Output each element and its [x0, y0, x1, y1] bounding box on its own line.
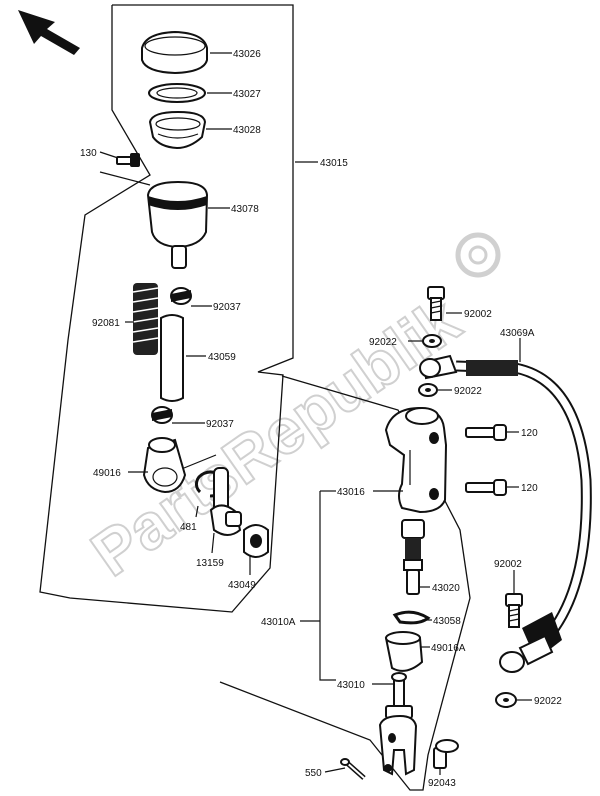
piston-assembly-43020: [401, 519, 425, 595]
pin-92043: [433, 739, 459, 769]
label-481: 481: [180, 522, 197, 533]
label-49016: 49016: [93, 468, 121, 479]
hose-43059: [160, 314, 184, 402]
diaphragm-43028: [148, 110, 207, 150]
label-43058: 43058: [433, 616, 461, 627]
label-43010A: 43010A: [261, 617, 296, 628]
label-43028: 43028: [233, 125, 261, 136]
label-130: 130: [80, 148, 97, 159]
label-92002-lower: 92002: [494, 559, 522, 570]
reservoir-cap-43026: [141, 30, 208, 75]
cotter-pin-550: [340, 758, 366, 780]
leader-550: [324, 767, 346, 773]
label-92043: 92043: [428, 778, 456, 789]
label-43069A: 43069A: [500, 328, 535, 339]
label-120-lower: 120: [521, 483, 538, 494]
master-cylinder-43016: [384, 406, 448, 514]
banjo-bolt-92002-lower: [505, 593, 523, 628]
spring-92081: [132, 283, 159, 355]
label-43016: 43016: [337, 487, 365, 498]
label-92022-lower: 92022: [534, 696, 562, 707]
label-43020: 43020: [432, 583, 460, 594]
circlip-43058: [392, 610, 431, 625]
brake-hose-43069A: [419, 354, 592, 673]
clevis-joint: [378, 714, 418, 776]
washer-92022-lower: [495, 692, 517, 708]
hose-joint-49016: [142, 437, 187, 494]
label-43049: 43049: [228, 580, 256, 591]
label-49016A: 49016A: [431, 643, 466, 654]
label-92022-middle: 92022: [454, 386, 482, 397]
label-43078: 43078: [231, 204, 259, 215]
label-43027: 43027: [233, 89, 261, 100]
label-43059: 43059: [208, 352, 236, 363]
label-43026: 43026: [233, 49, 261, 60]
reservoir-body-43078: [146, 180, 209, 269]
frame-corner-130: [99, 171, 151, 186]
label-13159: 13159: [196, 558, 224, 569]
label-43010: 43010: [337, 680, 365, 691]
clamp-92037-lower: [151, 406, 173, 424]
label-550: 550: [305, 768, 322, 779]
frame-49016: [183, 454, 217, 469]
dust-boot-49016A: [384, 631, 424, 672]
banjo-bolt-92002-upper: [427, 286, 445, 321]
plate-43027: [148, 83, 206, 103]
bracket-43010A: [319, 491, 336, 681]
label-43015: 43015: [320, 158, 348, 169]
label-120-upper: 120: [521, 428, 538, 439]
watermark-gear-icon: [455, 232, 501, 278]
part-number-labels: 43026 43027 43028 130 43015 43078 92081 …: [80, 49, 562, 789]
leader-481: [195, 505, 199, 518]
leader-13159: [211, 532, 215, 554]
clamp-92037-upper: [170, 287, 192, 305]
washer-92022-middle: [418, 383, 438, 397]
label-92022-upper: 92022: [369, 337, 397, 348]
bolt-130: [116, 153, 140, 167]
washer-92022-upper: [422, 334, 442, 348]
cap-43049: [243, 524, 269, 558]
push-rod-43010: [385, 672, 413, 719]
bolt-120-upper: [465, 424, 507, 441]
bolt-120-lower: [465, 479, 507, 496]
fitting-13159: [209, 467, 242, 536]
label-92002-upper: 92002: [464, 309, 492, 320]
leader-130: [99, 151, 119, 159]
label-92081: 92081: [92, 318, 120, 329]
label-92037-upper: 92037: [213, 302, 241, 313]
label-92037-lower: 92037: [206, 419, 234, 430]
front-direction-arrow-icon: [18, 10, 80, 55]
